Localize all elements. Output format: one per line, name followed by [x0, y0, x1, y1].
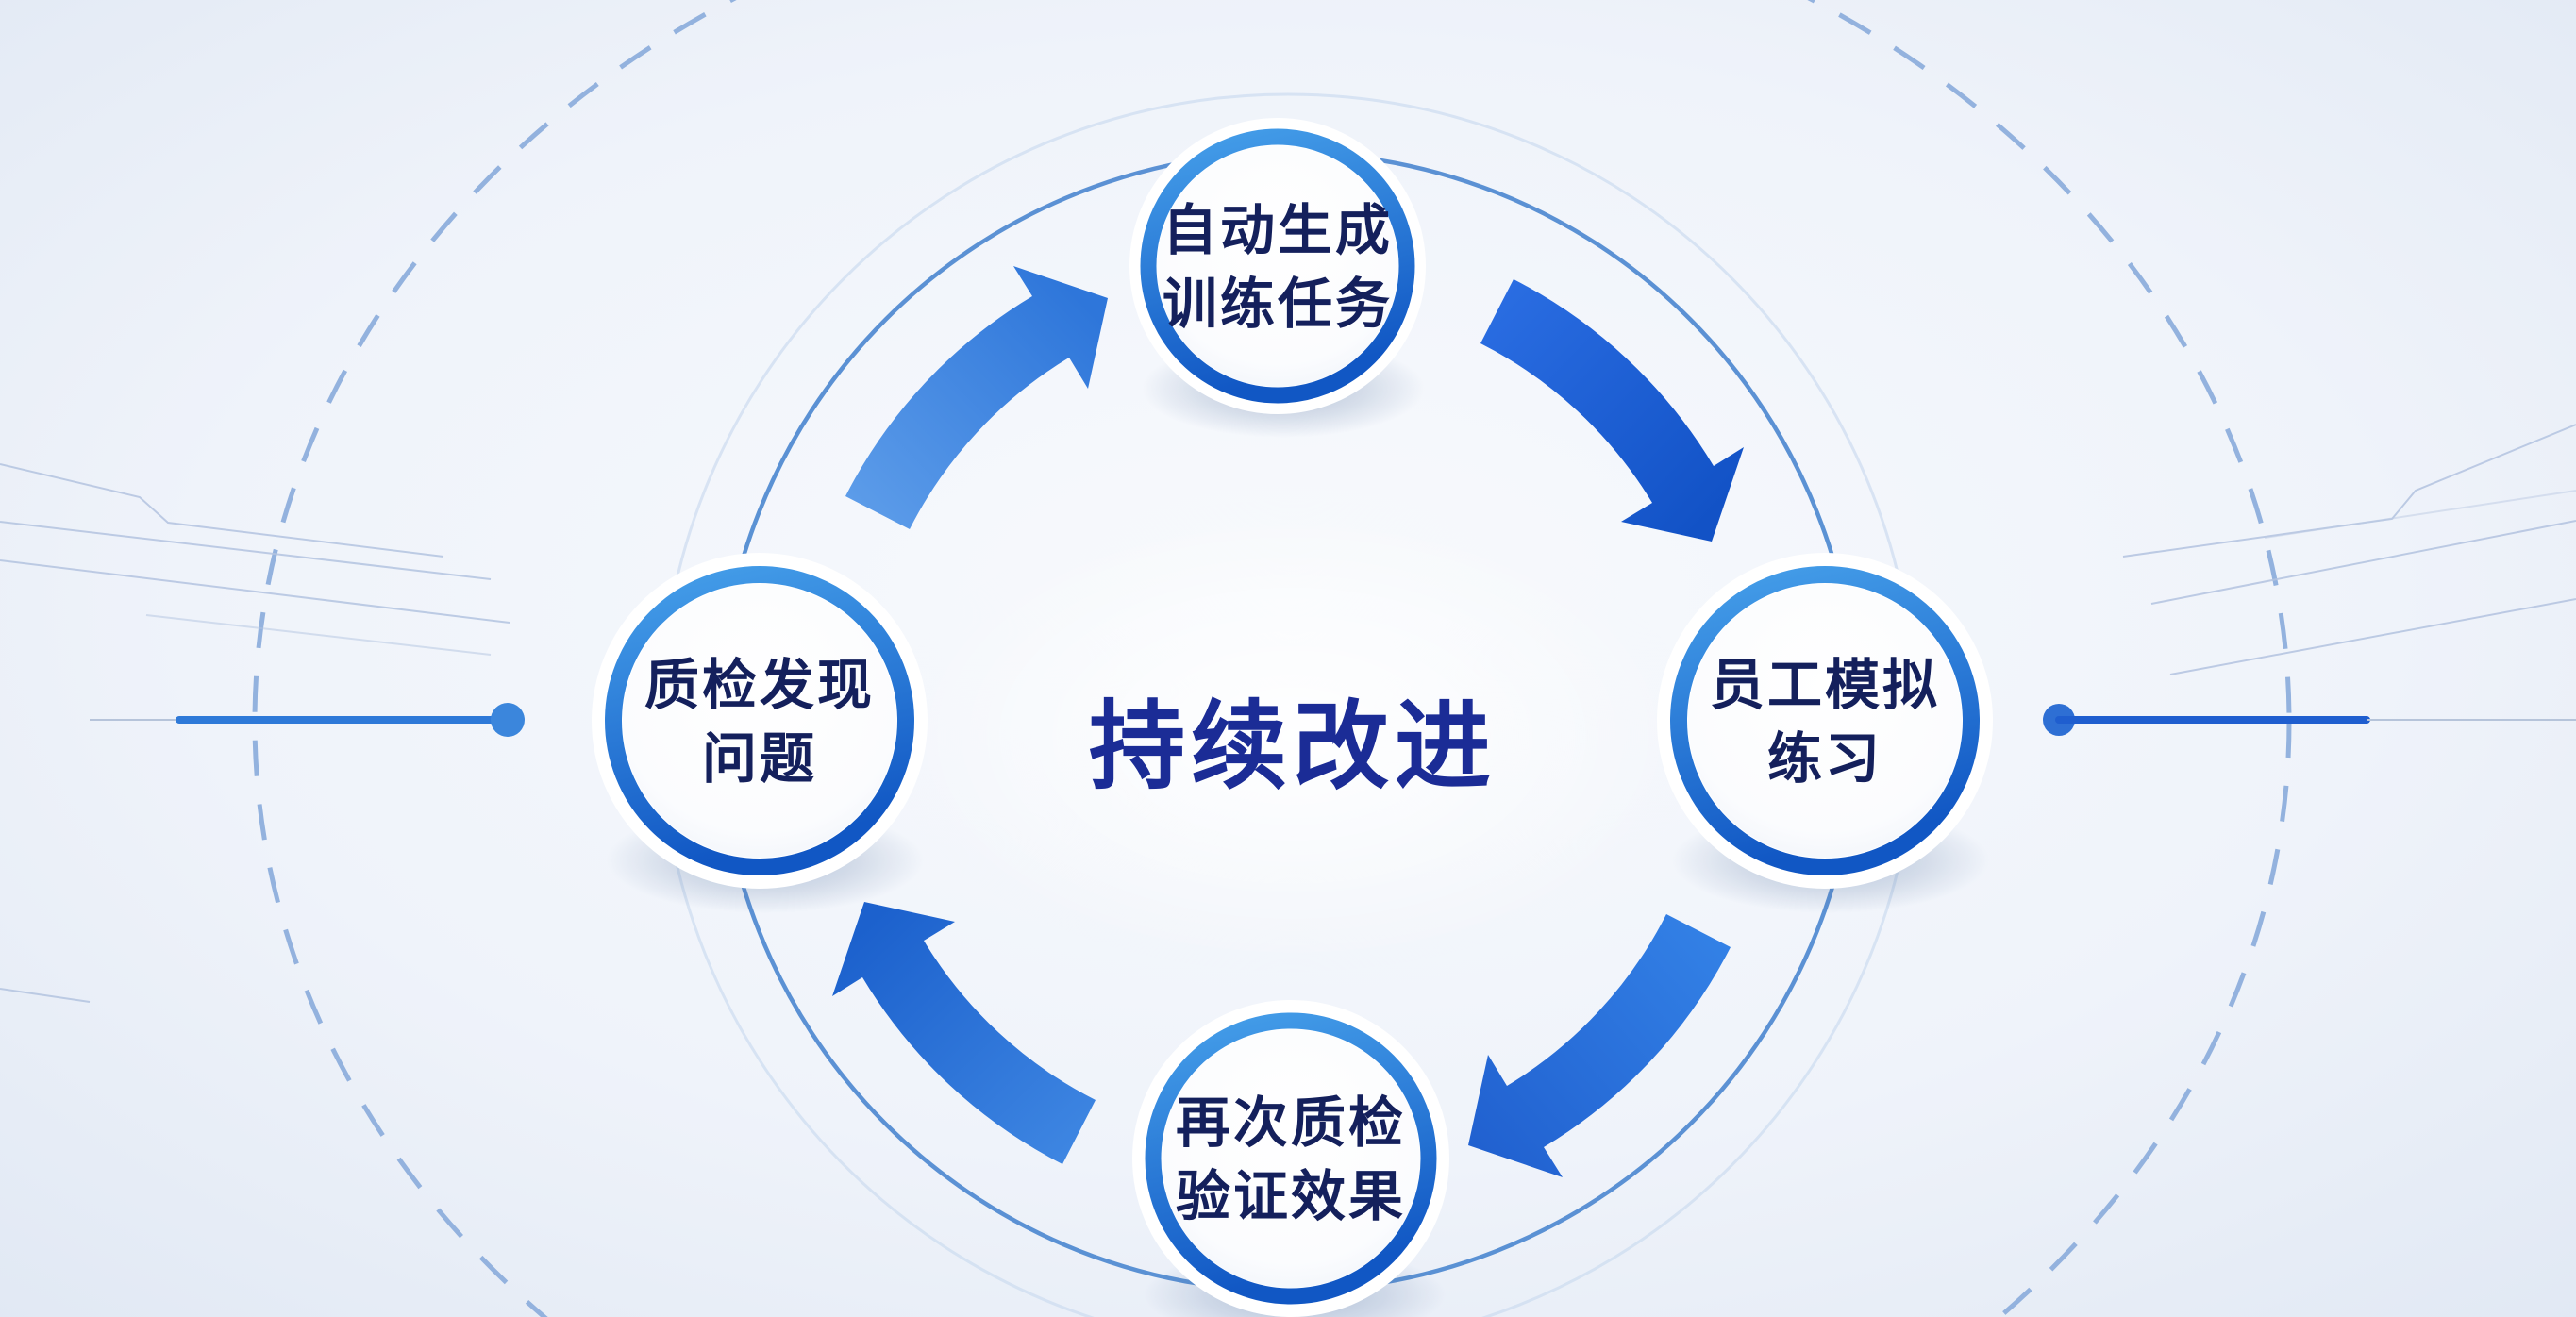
node-right-label-line2: 练习	[1766, 728, 1883, 790]
center-title: 持续改进	[1089, 692, 1497, 801]
node-top-label-line2: 训练任务	[1162, 274, 1394, 335]
node-left-label: 质检发现 问题	[644, 649, 875, 796]
node-bottom-label: 再次质检 验证效果	[1176, 1087, 1406, 1234]
node-bottom-label-line2: 验证效果	[1175, 1166, 1407, 1227]
cycle-arrow-bottom-to-left-icon	[832, 902, 1096, 1164]
left-connector-dot	[491, 703, 525, 737]
node-top-label-line1: 自动生成	[1162, 200, 1394, 261]
node-right-label-line1: 员工模拟	[1709, 655, 1941, 716]
left-connector	[90, 703, 525, 737]
node-top-circle	[1129, 118, 1426, 438]
node-left-label-line1: 质检发现	[644, 655, 876, 716]
node-right-circle	[1657, 553, 1993, 913]
circuit-lines-left	[0, 463, 510, 1003]
center-glow	[887, 500, 1698, 972]
right-connector	[2043, 704, 2576, 736]
cycle-arrow-left-to-top-icon	[845, 266, 1108, 529]
node-left-circle	[592, 553, 928, 913]
node-bottom-circle	[1132, 1000, 1449, 1317]
node-bottom-label-line1: 再次质检	[1175, 1092, 1407, 1154]
node-left-label-line2: 问题	[701, 728, 818, 790]
node-right-label: 员工模拟 练习	[1710, 649, 1940, 796]
cycle-arrow-right-to-bottom-icon	[1468, 914, 1731, 1177]
node-top-label: 自动生成 训练任务	[1163, 194, 1393, 342]
circuit-lines-right	[2122, 424, 2576, 675]
cycle-arrow-top-to-right-icon	[1480, 279, 1744, 542]
